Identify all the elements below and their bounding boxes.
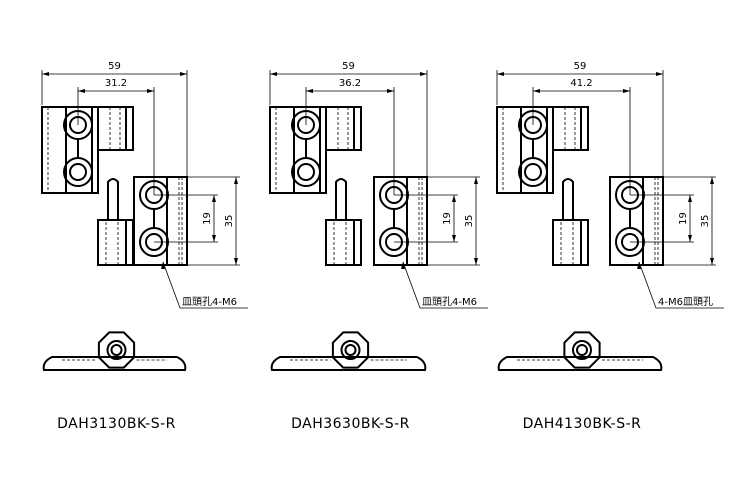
dimension-arrowhead — [474, 258, 478, 265]
end-view-pin-outer — [572, 340, 592, 360]
countersunk-hole — [291, 157, 321, 187]
end-view-pin-outer — [340, 340, 361, 360]
dimension-arrowhead — [234, 177, 238, 184]
dimension-hole-pitch: 19 — [678, 212, 689, 225]
dimension-hole-pitch: 19 — [202, 212, 213, 225]
hinge-pin — [335, 178, 347, 220]
dimension-arrowhead — [401, 262, 405, 269]
model-number-label: DAH4130BK-S-R — [523, 416, 642, 432]
dimension-arrowhead — [212, 235, 216, 242]
dimension-arrowhead — [212, 195, 216, 202]
dimension-arrowhead — [688, 195, 692, 202]
model-number-label: DAH3630BK-S-R — [291, 416, 410, 432]
dimension-hole-offset: 41.2 — [570, 78, 592, 89]
dimension-overall-width: 59 — [574, 61, 587, 72]
dimension-leaf-height: 35 — [464, 215, 475, 228]
hinge-group-3: 59 41.2 19 35 4-M6皿頭孔 DAH4130BK-S-R — [496, 61, 724, 432]
leader-line — [402, 261, 421, 309]
dimension-overall-width: 59 — [342, 61, 355, 72]
hole-callout: 皿頭孔4-M6 — [182, 296, 237, 308]
dimension-arrowhead — [637, 262, 641, 269]
dimension-arrowhead — [306, 89, 313, 93]
leader-line — [162, 261, 181, 309]
hole-bore — [69, 163, 87, 181]
end-view-knuckle — [563, 331, 601, 369]
end-view-pin-inner — [344, 344, 357, 356]
dimension-arrowhead — [452, 235, 456, 242]
upper-knuckle — [325, 106, 362, 151]
hole-bore — [297, 163, 315, 181]
hole-callout: 4-M6皿頭孔 — [658, 296, 713, 308]
dimension-leaf-height: 35 — [224, 215, 235, 228]
end-view-base — [270, 356, 427, 371]
dimension-arrowhead — [474, 177, 478, 184]
dimension-arrowhead — [623, 89, 630, 93]
end-view-base — [42, 356, 187, 371]
lower-knuckle — [325, 219, 362, 266]
dimension-hole-offset: 36.2 — [339, 78, 361, 89]
end-view-base — [497, 356, 663, 371]
end-view-knuckle — [331, 331, 370, 369]
lower-knuckle — [97, 219, 134, 266]
end-view-pin-inner — [110, 344, 123, 356]
dimension-arrowhead — [78, 89, 85, 93]
dimension-arrowhead — [387, 89, 394, 93]
dimension-arrowhead — [270, 72, 277, 76]
dimension-arrowhead — [533, 89, 540, 93]
lower-leaf-plate — [133, 176, 188, 266]
dimension-arrowhead — [420, 72, 427, 76]
end-view-knuckle — [97, 331, 136, 369]
lower-leaf-plate — [373, 176, 428, 266]
dimension-arrowhead — [452, 195, 456, 202]
dimension-arrowhead — [180, 72, 187, 76]
model-number-label: DAH3130BK-S-R — [57, 416, 176, 432]
hole-bore — [524, 163, 542, 181]
dimension-overall-width: 59 — [108, 61, 121, 72]
dimension-arrowhead — [234, 258, 238, 265]
dimension-arrowhead — [42, 72, 49, 76]
upper-knuckle — [552, 106, 589, 151]
dimension-hole-pitch: 19 — [442, 212, 453, 225]
countersunk-hole — [518, 157, 548, 187]
leader-line — [638, 261, 657, 309]
dimension-leaf-height: 35 — [700, 215, 711, 228]
upper-knuckle — [97, 106, 134, 151]
dimension-arrowhead — [688, 235, 692, 242]
dimension-hole-offset: 31.2 — [105, 78, 127, 89]
end-view-pin-inner — [576, 344, 588, 356]
dimension-arrowhead — [161, 262, 165, 269]
hinge-pin — [562, 178, 574, 220]
hinge-pin — [107, 178, 119, 220]
countersunk-hole — [63, 157, 93, 187]
dimension-arrowhead — [710, 177, 714, 184]
lower-knuckle — [552, 219, 589, 266]
lower-leaf-plate — [609, 176, 664, 266]
dimension-arrowhead — [710, 258, 714, 265]
end-view-pin-outer — [106, 340, 127, 360]
hole-callout: 皿頭孔4-M6 — [422, 296, 477, 308]
dimension-arrowhead — [656, 72, 663, 76]
dimension-arrowhead — [497, 72, 504, 76]
dimension-arrowhead — [147, 89, 154, 93]
